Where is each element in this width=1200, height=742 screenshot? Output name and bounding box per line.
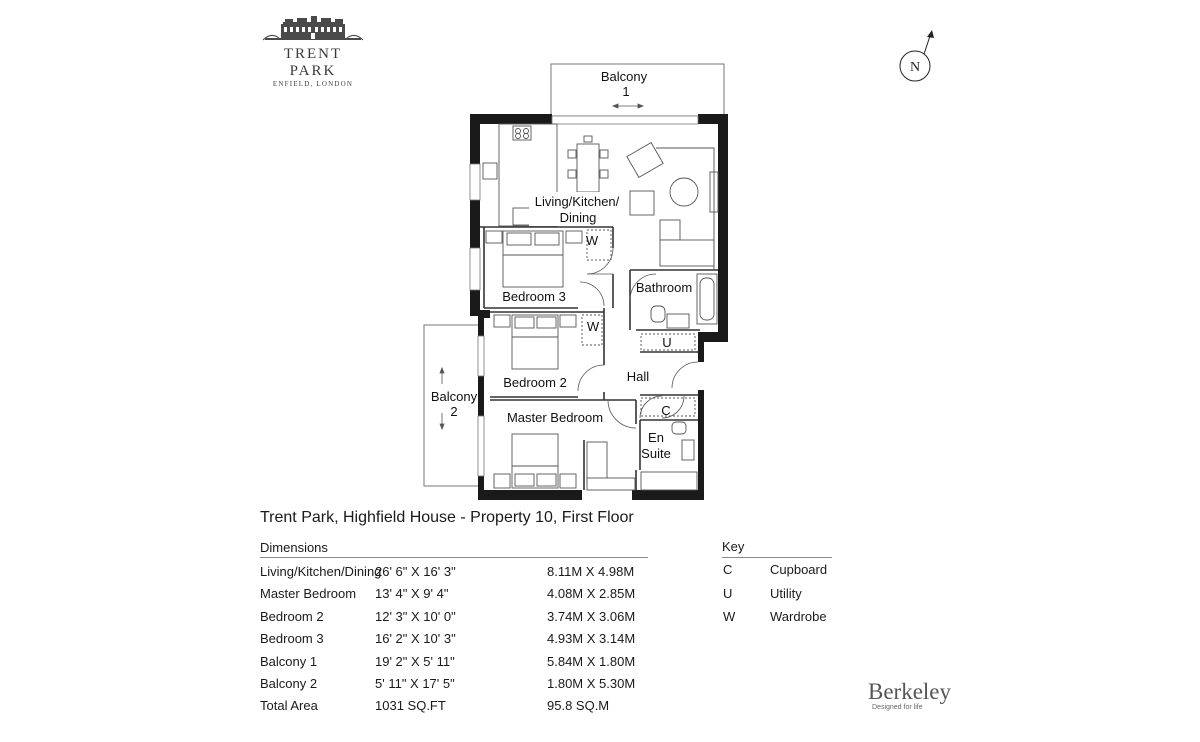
plan-title: Trent Park, Highfield House - Property 1… [260,509,634,526]
dimensions-heading: Dimensions [260,540,328,555]
key-code: W [723,609,736,624]
compass-ring-icon [899,50,931,82]
ensuite-label: En [648,430,664,445]
living-kitchen-dining-label: Living/Kitchen/ [535,194,620,209]
door-swings [577,247,699,429]
floor-plan-drawing: Balcony 1 Living/Kitchen/ Dining Bedroom… [423,63,728,500]
key-code: U [723,585,733,601]
room-metric: 4.08M X 2.85M [547,586,636,602]
room-metric: 95.8 SQ.M [547,698,610,714]
room-metric: 4.93M X 3.14M [547,631,636,647]
bedroom-3-label: Bedroom 3 [502,289,566,304]
room-name: Bedroom 3 [260,631,324,647]
bedroom-2-label: Bedroom 2 [503,375,567,390]
berkeley-logo: Berkeley Designed for life [868,679,952,712]
floor-plan: Balcony 1 Living/Kitchen/ Dining Bedroom… [420,60,740,505]
bathroom-fixtures [640,273,718,491]
wardrobe-marker-bedroom-2: W [587,319,600,334]
room-imperial: 12' 3" X 10' 0" [375,608,456,624]
living-furniture [482,123,719,270]
balcony-1-label: Balcony [601,69,648,84]
room-imperial: 1031 SQ.FT [375,698,446,714]
north-compass: N [895,28,939,84]
key-label: Wardrobe [770,609,827,624]
manor-house-emblem [262,16,364,41]
bathroom-label: Bathroom [636,280,692,295]
north-arrow-icon [927,30,934,38]
room-imperial: 13' 4" X 9' 4" [375,586,449,602]
room-name: Balcony 1 [260,653,318,669]
dimensions-divider [260,557,648,558]
wardrobe-marker-bedroom-3: W [586,233,599,248]
room-metric: 5.84M X 1.80M [547,653,636,669]
key-heading: Key [722,539,745,554]
brand-name: TRENT PARK [283,46,343,79]
room-imperial: 16' 2" X 10' 3" [375,631,456,647]
key-code: C [723,562,733,577]
living-kitchen-dining-label-line2: Dining [560,210,597,225]
room-metric: 1.80M X 5.30M [547,675,636,691]
key-label: Utility [770,585,802,601]
balcony-arrows [439,103,645,431]
balcony-1-number: 1 [622,84,629,99]
developer-tagline: Designed for life [872,704,923,711]
room-imperial: 5' 11" X 17' 5" [375,675,455,691]
bedroom-furniture [485,229,636,491]
room-metric: 8.11M X 4.98M [547,564,635,579]
room-name: Bedroom 2 [260,608,324,624]
room-name: Total Area [260,698,318,714]
developer-name: Berkeley [868,679,952,704]
balcony-2-number: 2 [450,404,457,419]
room-imperial: 26' 6" X 16' 3" [375,564,456,579]
room-name: Balcony 2 [260,675,318,691]
balcony-2-label: Balcony [431,389,478,404]
key-label: Cupboard [770,562,828,577]
room-imperial: 19' 2" X 5' 11" [375,653,455,669]
exterior-walls [470,114,728,500]
room-metric: 3.74M X 3.06M [547,608,636,624]
interior-walls [480,226,718,490]
hall-label: Hall [627,369,650,384]
room-name: Master Bedroom [260,586,357,602]
key-divider [722,557,832,558]
room-name: Living/Kitchen/Dining [260,564,382,579]
cupboard-marker: C [661,403,670,418]
utility-marker: U [662,335,671,350]
north-label: N [910,60,920,75]
ensuite-label-line2: Suite [641,446,671,461]
brand-location: ENFIELD, LONDON [272,80,354,88]
master-bedroom-label: Master Bedroom [507,410,603,425]
trent-park-logo: TRENT PARK ENFIELD, LONDON [258,14,368,88]
